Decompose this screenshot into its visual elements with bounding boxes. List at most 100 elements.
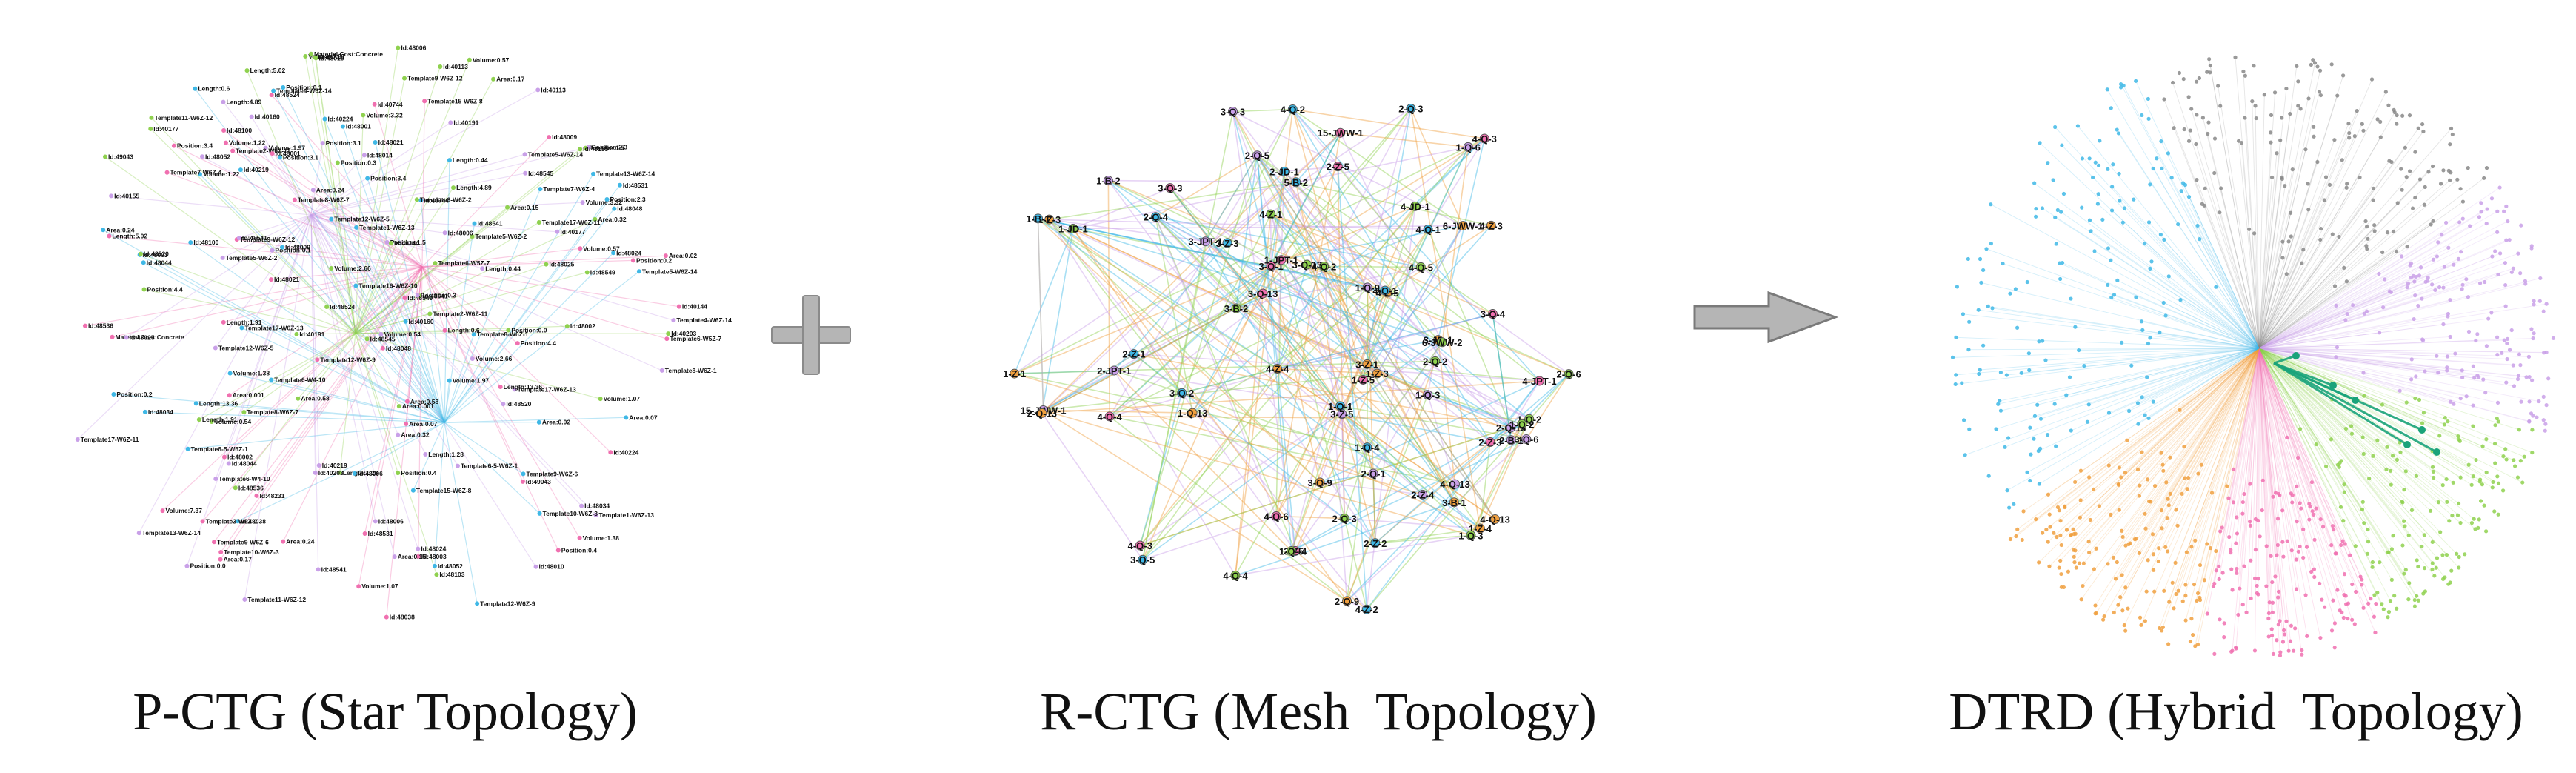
- dtrd-node: [2253, 104, 2258, 108]
- dtrd-node: [1981, 343, 1986, 348]
- dtrd-node: [2256, 577, 2260, 581]
- dtrd-node: [2176, 588, 2180, 593]
- p-ctg-node: [316, 567, 321, 572]
- dtrd-node: [2361, 606, 2366, 610]
- p-ctg-node: [200, 154, 205, 159]
- dtrd-node: [2319, 226, 2323, 231]
- dtrd-node: [2496, 272, 2500, 277]
- dtrd-node: [2503, 282, 2508, 288]
- dtrd-node: [2166, 151, 2171, 156]
- r-ctg-node: [1266, 261, 1276, 271]
- dtrd-node: [2072, 560, 2077, 565]
- dtrd-node: [2238, 586, 2242, 591]
- dtrd-node: [2433, 288, 2437, 293]
- r-ctg-node-label: 1-Q-13: [1178, 408, 1207, 419]
- dtrd-node: [2365, 551, 2370, 556]
- dtrd-node: [2028, 478, 2032, 483]
- dtrd-node: [2429, 222, 2433, 227]
- dtrd-node: [2377, 271, 2381, 276]
- dtrd-node: [2106, 246, 2111, 251]
- dtrd-node: [2484, 470, 2489, 475]
- p-ctg-node: [221, 127, 227, 133]
- dtrd-node: [2173, 560, 2178, 565]
- p-ctg-node: [455, 463, 460, 468]
- dtrd-node: [2387, 289, 2392, 293]
- dtrd-node: [2338, 608, 2342, 613]
- r-ctg-node: [1490, 514, 1501, 524]
- p-ctg-node: [416, 546, 421, 551]
- dtrd-node: [2134, 79, 2138, 83]
- r-ctg-node: [1361, 604, 1372, 614]
- dtrd-node: [2527, 375, 2532, 379]
- dtrd-node: [2420, 122, 2425, 127]
- dtrd-node: [2034, 517, 2038, 522]
- p-ctg-node-label: Id:48021: [378, 139, 404, 146]
- dtrd-node: [2366, 540, 2371, 544]
- dtrd-node: [2278, 619, 2282, 623]
- dtrd-node: [2015, 325, 2020, 330]
- p-ctg-node: [227, 371, 233, 376]
- p-ctg-node-label: Template12-W6Z-5: [218, 344, 274, 351]
- r-ctg-node-label: 3-Q-3: [1158, 183, 1182, 194]
- dtrd-node: [2404, 400, 2409, 405]
- dtrd-node: [2140, 395, 2144, 399]
- p-ctg-node-label: Id:48231: [318, 53, 343, 61]
- p-ctg-node-label: Id:40144: [682, 303, 707, 311]
- dtrd-node: [2021, 509, 2026, 514]
- p-ctg-node: [254, 493, 259, 498]
- p-ctg-node: [533, 564, 538, 569]
- p-ctg-node-label: Id:48024: [421, 545, 446, 553]
- p-ctg-node: [138, 251, 143, 256]
- p-ctg-node: [335, 160, 340, 165]
- r-ctg-node: [1103, 176, 1113, 186]
- p-ctg-node: [142, 409, 147, 414]
- dtrd-node: [2113, 577, 2118, 581]
- p-ctg-node-label: Id:40177: [560, 228, 585, 236]
- dtrd-node: [2466, 166, 2470, 170]
- dtrd-node: [2366, 601, 2371, 606]
- dtrd-node: [2193, 644, 2198, 648]
- r-ctg-node-label: 2-JD-1: [1269, 166, 1299, 177]
- r-ctg-node-label: 3-Z-5: [1330, 409, 1353, 420]
- p-ctg-node-label: Id:48001: [346, 123, 371, 130]
- dtrd-node: [2047, 564, 2052, 568]
- p-ctg-node-label: Position:0.1: [286, 84, 321, 91]
- r-ctg-node-label: 3-B-2: [1224, 303, 1249, 314]
- dtrd-node: [2481, 377, 2486, 382]
- dtrd-node: [2343, 426, 2349, 431]
- p-ctg-node: [322, 116, 327, 122]
- dtrd-node: [2398, 388, 2402, 393]
- p-ctg-node: [578, 246, 583, 251]
- dtrd-node: [1954, 335, 1958, 339]
- r-ctg-node: [1129, 349, 1139, 359]
- dtrd-node: [2395, 457, 2400, 462]
- dtrd-node: [2517, 428, 2521, 432]
- p-ctg-node: [612, 206, 617, 211]
- dtrd-node: [2331, 524, 2335, 528]
- dtrd-node: [2421, 129, 2426, 134]
- dtrd-node: [2407, 113, 2412, 118]
- dtrd-node: [2004, 373, 2009, 377]
- dtrd-node: [2341, 73, 2346, 78]
- dtrd-node: [2069, 428, 2073, 433]
- dtrd-node: [2413, 397, 2417, 401]
- p-ctg-node: [308, 51, 313, 56]
- dtrd-node: [2430, 465, 2435, 469]
- p-ctg-node-label: Id:40191: [453, 119, 478, 126]
- dtrd-node: [2361, 128, 2366, 133]
- r-ctg-node-label: 1-Z-4: [1469, 523, 1492, 534]
- dtrd-node: [2447, 519, 2452, 523]
- dtrd-node: [1998, 408, 2003, 413]
- p-ctg-node: [396, 45, 401, 50]
- dtrd-node: [2249, 596, 2253, 601]
- dtrd-highlight-edge: [2273, 362, 2334, 387]
- p-ctg-node-label: Position:0.3: [341, 159, 376, 167]
- dtrd-node: [2391, 229, 2396, 234]
- dtrd-node: [2166, 274, 2171, 279]
- r-ctg-node-label: 1-Z-3: [1366, 368, 1389, 379]
- p-ctg-node-label: Id:48014: [367, 151, 393, 159]
- dtrd-node: [2431, 219, 2435, 223]
- p-ctg-node: [586, 145, 591, 150]
- dtrd-node: [2053, 125, 2058, 130]
- dtrd-node: [2282, 632, 2287, 637]
